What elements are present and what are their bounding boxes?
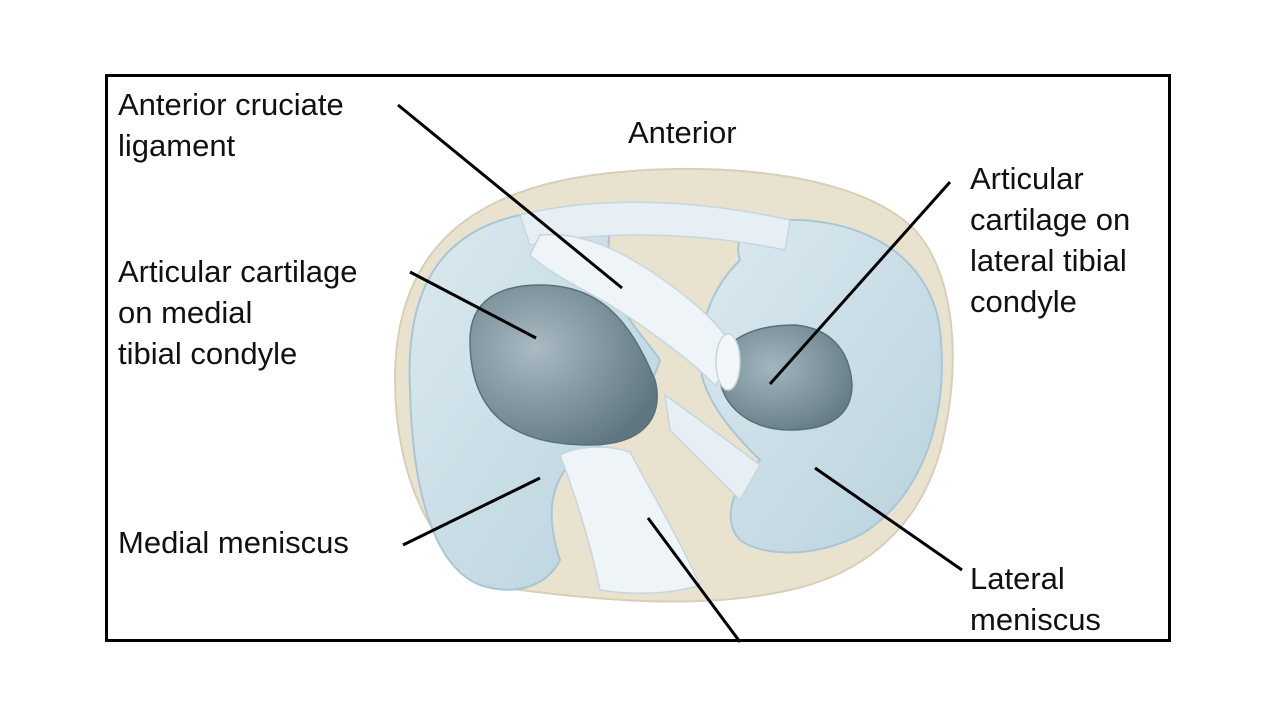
label-articular-cartilage-lateral: Articular cartilage on lateral tibial co…: [970, 161, 1131, 319]
leader-medial-meniscus: [402, 476, 541, 547]
pcl-shape: [559, 446, 702, 594]
leader-art-lateral: [768, 181, 952, 385]
label-medial-meniscus: Medial meniscus: [118, 525, 349, 560]
label-acl: Anterior cruciate ligament: [118, 87, 344, 163]
leader-art-medial: [409, 270, 537, 340]
label-articular-cartilage-medial: Articular cartilage on medial tibial con…: [118, 254, 358, 371]
leader-lateral-meniscus: [814, 466, 963, 572]
leader-acl: [397, 103, 623, 290]
acl-attachment: [715, 333, 741, 391]
lateral-cartilage-shape: [718, 324, 853, 431]
medial-cartilage-shape: [469, 284, 658, 446]
label-lateral-meniscus: Lateral meniscus: [970, 561, 1101, 637]
posterior-ligament-band: [664, 393, 761, 502]
anterior-transverse-ligament: [519, 201, 791, 251]
label-anterior: Anterior: [628, 115, 737, 150]
leader-pcl: [646, 517, 742, 643]
